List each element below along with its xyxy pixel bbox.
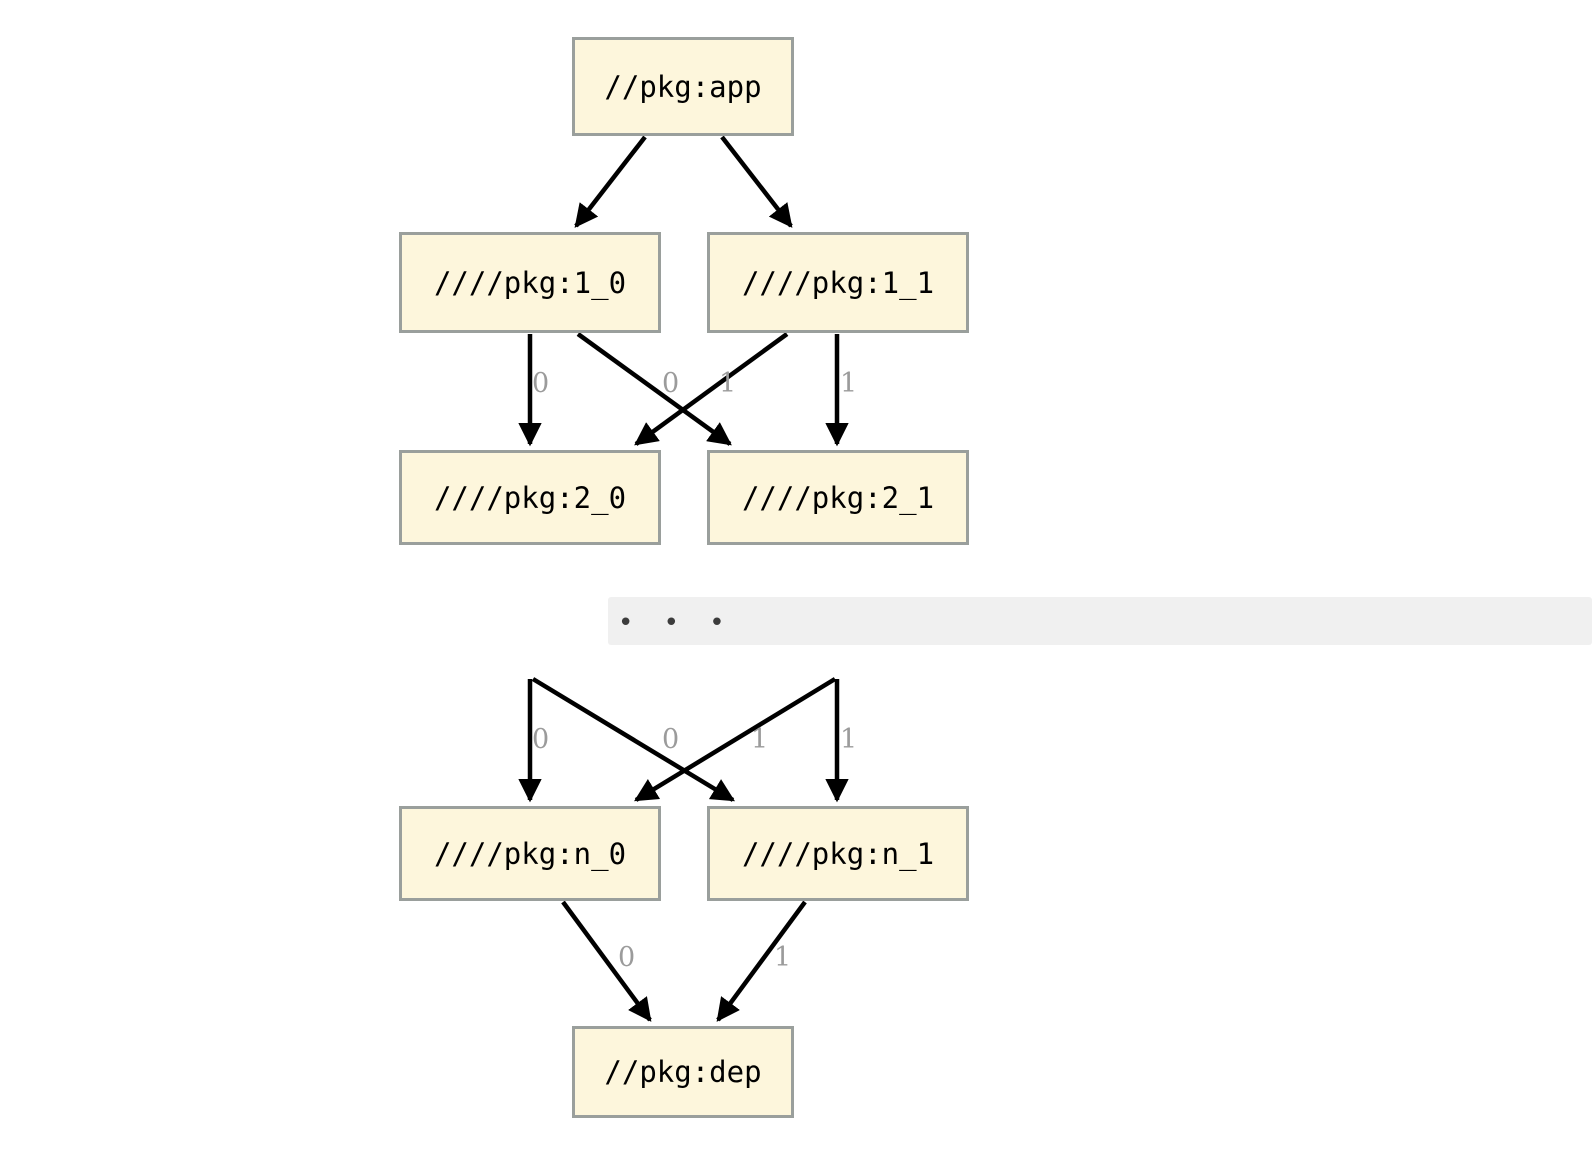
- edge-label-n_0-dep: 0: [618, 942, 636, 973]
- ellipsis-separator: • • •: [608, 597, 1592, 645]
- node-label: //pkg:app: [604, 69, 762, 104]
- edge-label-n_1-dep: 1: [774, 942, 792, 973]
- edge-label-prev_1-n_0: 1: [751, 724, 769, 755]
- node-label: ////pkg:2_0: [433, 480, 627, 515]
- edge-n_0-to-dep: [561, 900, 652, 1022]
- node-label: ////pkg:1_0: [433, 265, 627, 300]
- edge-label-prev_0-n_1: 0: [662, 724, 680, 755]
- edge-n_1-to-dep: [716, 900, 807, 1022]
- node-label: //pkg:dep: [604, 1055, 762, 1089]
- node-label: ////pkg:n_0: [433, 836, 627, 871]
- edge-label-1_0-2_0: 0: [532, 368, 550, 399]
- node-pkg-2_0[interactable]: ////pkg:2_0: [399, 450, 661, 545]
- node-label: ////pkg:2_1: [741, 480, 935, 515]
- ellipsis-dots: • • •: [618, 608, 736, 638]
- edge-label-prev_0-n_0: 0: [532, 724, 550, 755]
- edge-label-1_1-2_0: 1: [719, 368, 737, 399]
- node-label: ////pkg:1_1: [741, 265, 935, 300]
- node-pkg-1_0[interactable]: ////pkg:1_0: [399, 232, 661, 333]
- edge-1_0-to-2_1: [576, 332, 732, 446]
- edge-1_1-to-2_0: [634, 332, 789, 446]
- edge-prev_0-to-n_1: [531, 677, 736, 802]
- node-pkg-n_0[interactable]: ////pkg:n_0: [399, 806, 661, 901]
- node-pkg-2_1[interactable]: ////pkg:2_1: [707, 450, 969, 545]
- edge-app-to-1_1: [720, 135, 793, 228]
- edge-app-to-1_0: [574, 135, 647, 228]
- node-pkg-1_1[interactable]: ////pkg:1_1: [707, 232, 969, 333]
- edge-label-1_1-2_1: 1: [840, 368, 858, 399]
- edge-label-prev_1-n_1: 1: [840, 724, 858, 755]
- edge-label-1_0-2_1: 0: [662, 368, 680, 399]
- node-dep[interactable]: //pkg:dep: [572, 1026, 794, 1118]
- node-app[interactable]: //pkg:app: [572, 37, 794, 136]
- node-label: ////pkg:n_1: [741, 836, 935, 871]
- node-pkg-n_1[interactable]: ////pkg:n_1: [707, 806, 969, 901]
